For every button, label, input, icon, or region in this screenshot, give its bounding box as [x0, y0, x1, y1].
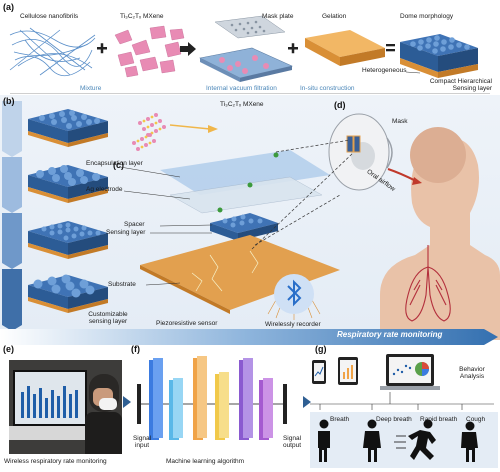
panel-g-graphics	[310, 354, 498, 468]
encapsulation-sheet	[160, 150, 330, 195]
sensing-block-3	[28, 221, 108, 259]
label-ml-algorithm: Machine learning algorithm	[166, 458, 245, 465]
label-mask-plate: Mask plate	[262, 13, 294, 20]
panel-c-device	[119, 113, 340, 314]
label-ag-electrode: Ag electrode	[86, 186, 123, 193]
human-figure	[380, 127, 500, 340]
dashed-connectors	[251, 139, 354, 250]
label-customizable-layer: Customizable sensing layer	[88, 311, 128, 326]
mxene-flakes	[114, 25, 185, 78]
monitor-bars	[21, 386, 78, 418]
label-gelation: Gelation	[322, 13, 347, 20]
mask-plate	[214, 15, 286, 39]
label-behavior-analysis: Behavior Analysis	[459, 366, 485, 381]
label-dome: Dome morphology	[400, 13, 454, 20]
banner-arrow	[0, 329, 498, 345]
label-breath: Breath	[330, 416, 350, 423]
person-cough-icon	[461, 421, 478, 462]
panel-a-divider	[10, 93, 490, 94]
layer-column-1	[149, 358, 163, 440]
substrate-sheet	[140, 235, 340, 310]
layer-column-5	[239, 358, 253, 440]
step-mixture: Mixture	[80, 85, 102, 92]
label-cnf: Cellulose nanofibrils	[20, 13, 79, 20]
laptop-icon	[380, 354, 440, 390]
banner-text: Respiratory rate monitoring	[337, 330, 443, 339]
layer-column-4	[215, 372, 229, 440]
label-mxene-c: Ti₃C₂Tₓ MXene	[220, 101, 264, 108]
label-signal-input: Signal input	[132, 435, 152, 450]
panel-f-letter: (f)	[131, 344, 140, 354]
panel-c-letter: (c)	[113, 160, 124, 170]
panel-e-photo	[9, 360, 122, 454]
arrow-e-to-f	[123, 396, 131, 408]
label-signal-output: Signal output	[282, 435, 302, 450]
sensing-block-2	[28, 165, 108, 203]
plus-icon	[97, 43, 107, 54]
person-rapid-breath-icon	[394, 419, 436, 460]
label-compact-layer: Compact Hierarchical Sensing layer	[429, 78, 492, 93]
panel-f-network	[137, 356, 287, 440]
sensing-block-1	[28, 109, 108, 147]
label-rapid-breath: Rapid breath	[420, 416, 458, 423]
monitor-screen	[13, 370, 87, 426]
crack-lines	[191, 250, 259, 292]
label-wireless-monitoring: Wireless respiratory rate monitoring	[4, 458, 107, 465]
gelation-slab	[305, 30, 385, 57]
panel-e-letter: (e)	[3, 344, 14, 354]
keyboard	[9, 426, 89, 440]
layer-column-6	[259, 378, 273, 440]
panel-d-mask	[328, 113, 393, 191]
step-filtration: Internal vacuum filtration	[206, 85, 277, 92]
arrow-f-to-g	[303, 396, 311, 408]
panel-a-graphics	[9, 15, 478, 82]
label-mask: Mask	[392, 118, 408, 125]
arrow-right-icon	[180, 42, 196, 56]
step-in-situ: In-situ construction	[300, 85, 355, 92]
label-deep-breath: Deep breath	[376, 416, 412, 423]
plus-icon	[288, 43, 298, 54]
panel-b-letter: (b)	[3, 96, 15, 106]
bluetooth-recorder	[267, 274, 321, 320]
label-spacer: Spacer	[124, 221, 145, 228]
label-sensing-layer: Sensing layer	[106, 229, 146, 236]
person-deep-breath-icon	[363, 419, 381, 462]
mask-plate-holes	[230, 20, 266, 35]
phone-icon	[312, 360, 326, 384]
label-mxene: Ti₃C₂Tₓ MXene	[120, 13, 164, 20]
label-piezoresistive: Piezoresistive sensor	[156, 320, 218, 327]
label-cough: Cough	[466, 416, 486, 423]
label-encapsulation: Encapsulation layer	[86, 160, 143, 167]
sensing-block-4	[28, 274, 108, 313]
equals-icon	[386, 44, 395, 52]
electron-symbols	[217, 152, 279, 213]
panel-g-letter: (g)	[315, 344, 327, 354]
cnf-mesh	[9, 27, 96, 76]
layer-column-3	[193, 356, 207, 440]
tablet-icon	[338, 357, 358, 385]
panel-d-letter: (d)	[334, 100, 346, 110]
panel-b-blocks	[28, 109, 108, 313]
hierarchical-layer	[400, 34, 478, 78]
person-body	[85, 412, 122, 454]
panel-b-strip	[2, 101, 22, 331]
label-heterogeneous: Heterogeneous	[362, 67, 407, 74]
panel-a-letter: (a)	[3, 2, 14, 12]
bluetooth-icon	[287, 279, 302, 307]
label-substrate: Substrate	[108, 281, 136, 288]
layer-column-2	[169, 378, 183, 440]
label-recorder: Wirelessly recorder	[265, 321, 321, 328]
lungs	[405, 245, 451, 322]
oral-airflow-arrow	[387, 168, 417, 182]
person-mask	[99, 398, 117, 410]
person-breath-icon	[318, 419, 330, 462]
mxene-crystal	[132, 113, 218, 151]
